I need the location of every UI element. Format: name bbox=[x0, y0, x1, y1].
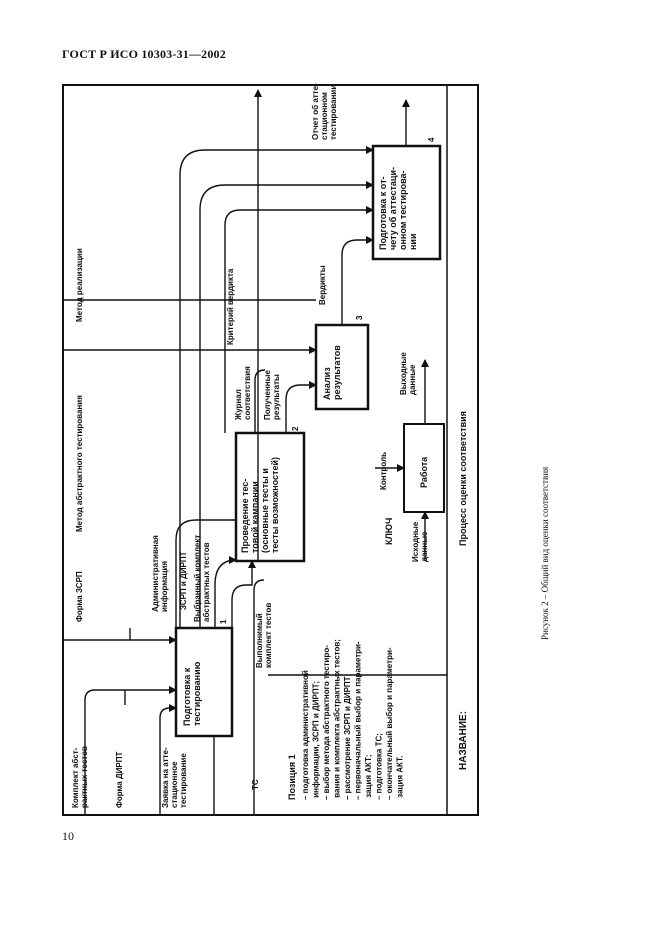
label-zsrp-dirpt: ЗСРП и ДИРПТ bbox=[179, 551, 188, 610]
document-header: ГОСТ Р ИСО 10303-31—2002 bbox=[62, 47, 226, 61]
activity-number-1: 1 bbox=[219, 619, 228, 624]
control-label-2: Метод абстрактного тестирования bbox=[75, 395, 84, 532]
activity-label-1: Подготовка ктестированию bbox=[182, 661, 202, 726]
input-label-4: ТС bbox=[251, 779, 260, 790]
flow-1-2b bbox=[214, 556, 237, 628]
key-box-label: Работа bbox=[419, 456, 429, 488]
activity-box-2 bbox=[234, 431, 306, 563]
key-box bbox=[403, 423, 445, 513]
flow-admin-up bbox=[179, 146, 374, 628]
key-input-label: Исходныеданные bbox=[411, 521, 429, 562]
control-label-3: Метод реализации bbox=[75, 248, 84, 322]
label-results: Полученныерезультаты bbox=[263, 370, 281, 420]
flow-results bbox=[285, 381, 317, 433]
key-control-label: Контроль bbox=[379, 452, 388, 490]
ts-line bbox=[253, 579, 265, 814]
label-executable: Выполнимыйкомплект тестов bbox=[255, 603, 273, 668]
input-arrow-3 bbox=[159, 704, 177, 814]
position-title: Позиция 1 bbox=[287, 754, 297, 800]
label-criterion: Критерий вердикта bbox=[226, 268, 235, 345]
control-label-1: Форма ЗСРП bbox=[75, 571, 84, 622]
page-number: 10 bbox=[62, 829, 74, 843]
flow-journal bbox=[254, 369, 266, 433]
input-arrow-1 bbox=[84, 686, 177, 814]
diagram-texts: Подготовка ктестированию 1 Проведение тес-… bbox=[71, 83, 469, 808]
flow-zsrp bbox=[199, 181, 374, 628]
input-label-1: Комплект абст-рактных тестов bbox=[71, 746, 89, 808]
input-label-3: Заявка на атте-стационноетестирование bbox=[161, 747, 188, 808]
flow-verdicts bbox=[341, 236, 374, 325]
footer-name: НАЗВАНИЕ: bbox=[458, 711, 469, 770]
activity-label-2: Проведение тес-товой кампании(основные т… bbox=[240, 457, 280, 553]
label-verdicts: Вердикты bbox=[318, 265, 327, 305]
label-admin: Административнаяинформация bbox=[151, 535, 169, 612]
activity-label-4: Подготовка к от-чету об аттестаци-онном … bbox=[378, 167, 418, 250]
diagram-frame bbox=[62, 84, 479, 816]
input-label-2: Форма ДИРПТ bbox=[115, 751, 124, 808]
footer-process: Процесс оценки соответствия bbox=[458, 411, 468, 546]
activity-number-4: 4 bbox=[427, 137, 436, 142]
label-selected-tests: Выбранный комплектабстрактных тестов bbox=[193, 535, 211, 622]
activity-box-1 bbox=[174, 626, 234, 738]
activity-label-3: Анализрезультатов bbox=[322, 345, 342, 400]
figure-caption: Рисунок 2 – Общий вид оценки соответстви… bbox=[540, 466, 550, 640]
flow-admin bbox=[175, 519, 236, 690]
activity-number-2: 2 bbox=[291, 426, 300, 431]
label-journal: Журналсоответствия bbox=[234, 366, 252, 421]
label-report: Отчет об атте-стационномтестировании bbox=[311, 83, 338, 140]
flow-criterion bbox=[224, 206, 374, 433]
activity-number-3: 3 bbox=[355, 315, 364, 320]
key-output-label: Выходныеданные bbox=[399, 352, 417, 395]
position-items: – подготовка административной информации… bbox=[301, 639, 405, 800]
key-title: КЛЮЧ bbox=[384, 518, 394, 545]
flow-1-2a bbox=[231, 560, 256, 652]
